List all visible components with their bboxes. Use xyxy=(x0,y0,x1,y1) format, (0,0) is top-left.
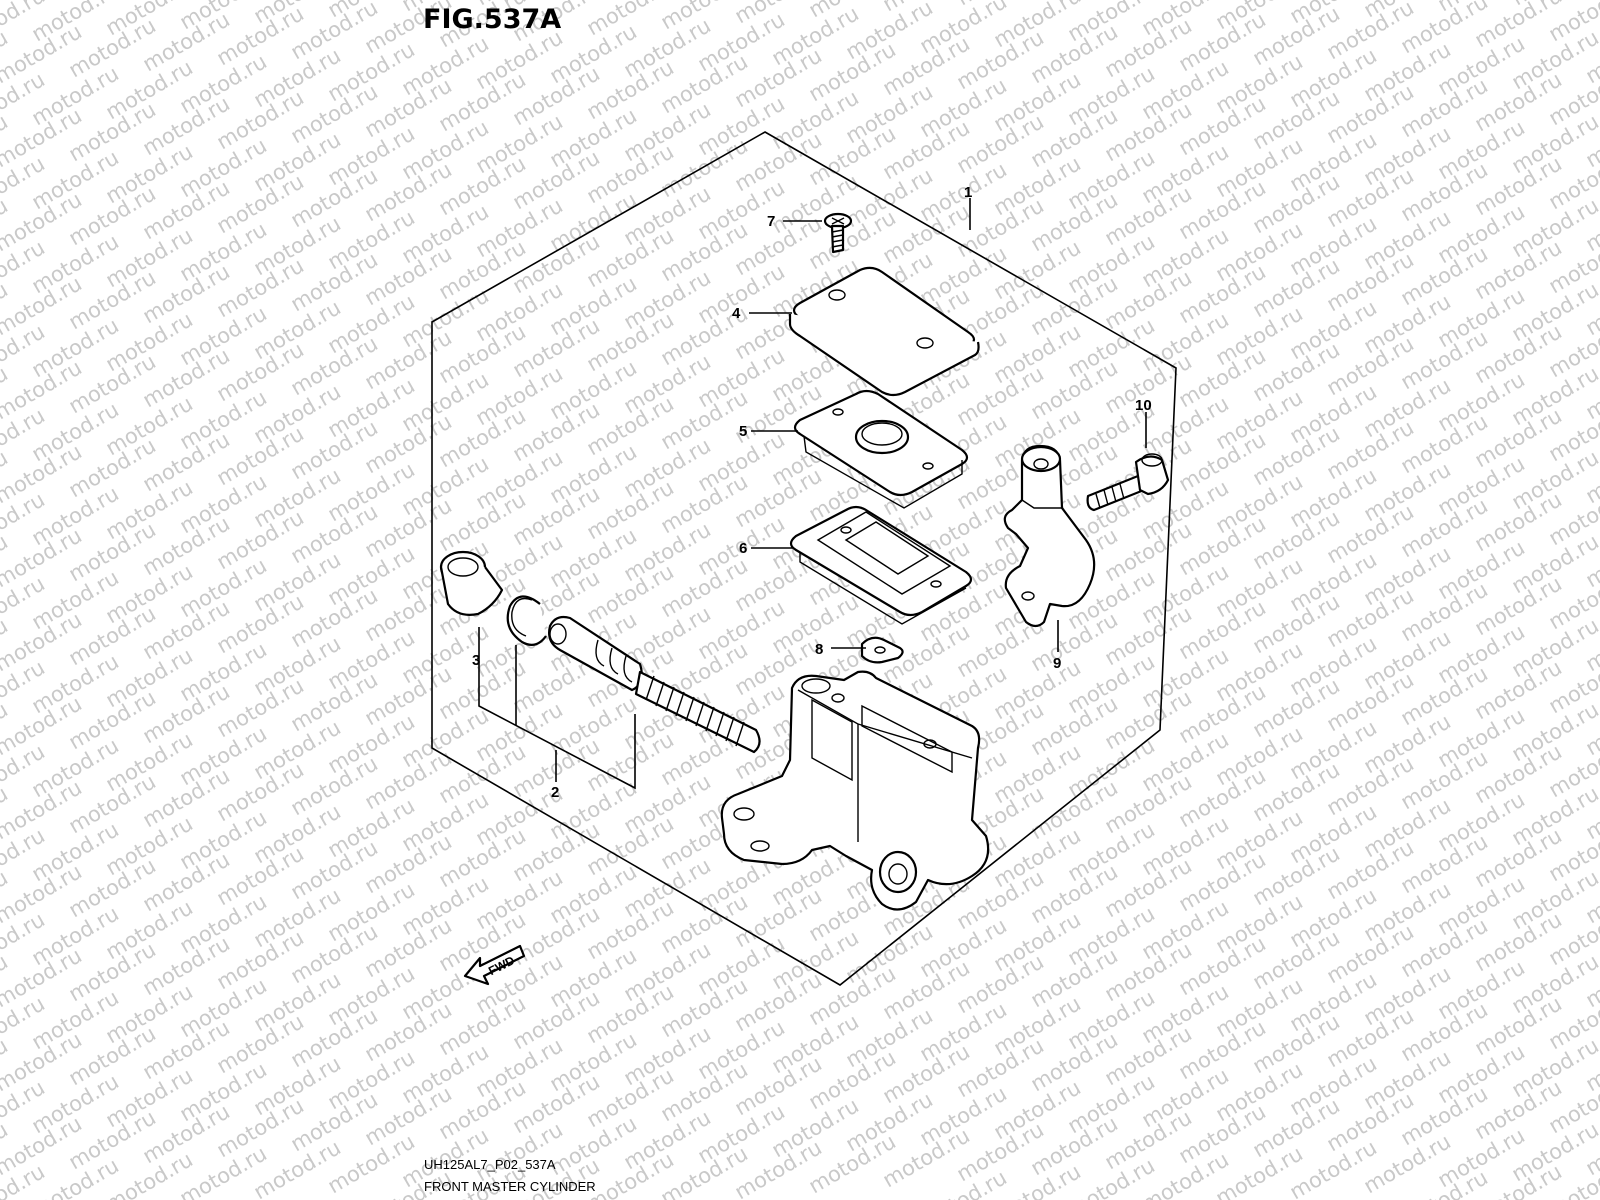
part-circlip[interactable] xyxy=(506,595,547,647)
leader-lines xyxy=(749,198,1147,652)
callout-2: 2 xyxy=(551,784,559,801)
callout-9: 9 xyxy=(1053,655,1061,672)
part-diaphragm-plate[interactable] xyxy=(793,389,969,509)
figure-title: FIG.537A xyxy=(423,4,562,35)
callout-5: 5 xyxy=(739,423,747,440)
part-master-cylinder-body[interactable] xyxy=(720,670,990,911)
part-protector[interactable] xyxy=(860,636,904,664)
callout-8: 8 xyxy=(815,641,823,658)
callout-3: 3 xyxy=(472,652,480,669)
callout-7: 7 xyxy=(767,213,775,230)
callout-10: 10 xyxy=(1135,397,1152,414)
callout-1: 1 xyxy=(964,184,972,201)
figure-caption: FRONT MASTER CYLINDER xyxy=(424,1179,596,1194)
part-reservoir-cap[interactable] xyxy=(788,266,980,397)
part-piston-set[interactable] xyxy=(548,615,761,754)
spring xyxy=(634,670,761,754)
callout-6: 6 xyxy=(739,540,747,557)
figure-code: UH125AL7_P02_537A xyxy=(424,1157,556,1172)
callout-4: 4 xyxy=(732,305,741,322)
part-holder-clamp[interactable] xyxy=(1003,444,1096,628)
part-screw[interactable] xyxy=(823,212,853,254)
fwd-arrow: FWD xyxy=(463,944,526,986)
part-boot[interactable] xyxy=(439,550,504,616)
kit-group-bracket xyxy=(478,627,636,790)
part-diaphragm[interactable] xyxy=(789,505,973,625)
kit-boundary xyxy=(431,131,1177,986)
part-bolt[interactable] xyxy=(1086,453,1170,512)
